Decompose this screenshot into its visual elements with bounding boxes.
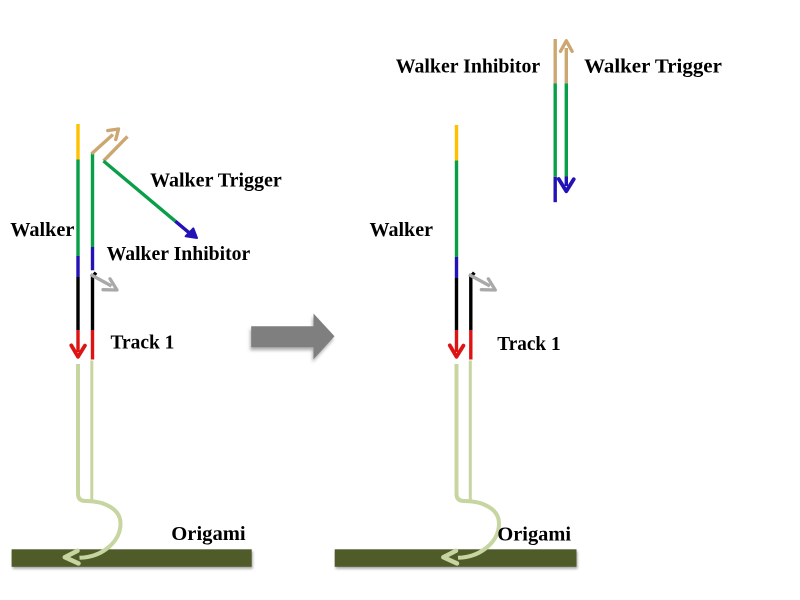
svg-text:Walker Trigger: Walker Trigger	[150, 170, 282, 192]
svg-text:Track 1: Track 1	[111, 332, 175, 354]
svg-text:Walker Inhibitor: Walker Inhibitor	[396, 55, 540, 77]
svg-text:Walker: Walker	[370, 219, 434, 241]
svg-text:Origami: Origami	[497, 523, 571, 545]
svg-text:Origami: Origami	[171, 523, 246, 545]
svg-text:Walker: Walker	[10, 219, 74, 241]
svg-text:Walker Trigger: Walker Trigger	[584, 56, 722, 78]
svg-text:Walker Inhibitor: Walker Inhibitor	[107, 243, 251, 265]
svg-text:Track 1: Track 1	[497, 333, 560, 355]
